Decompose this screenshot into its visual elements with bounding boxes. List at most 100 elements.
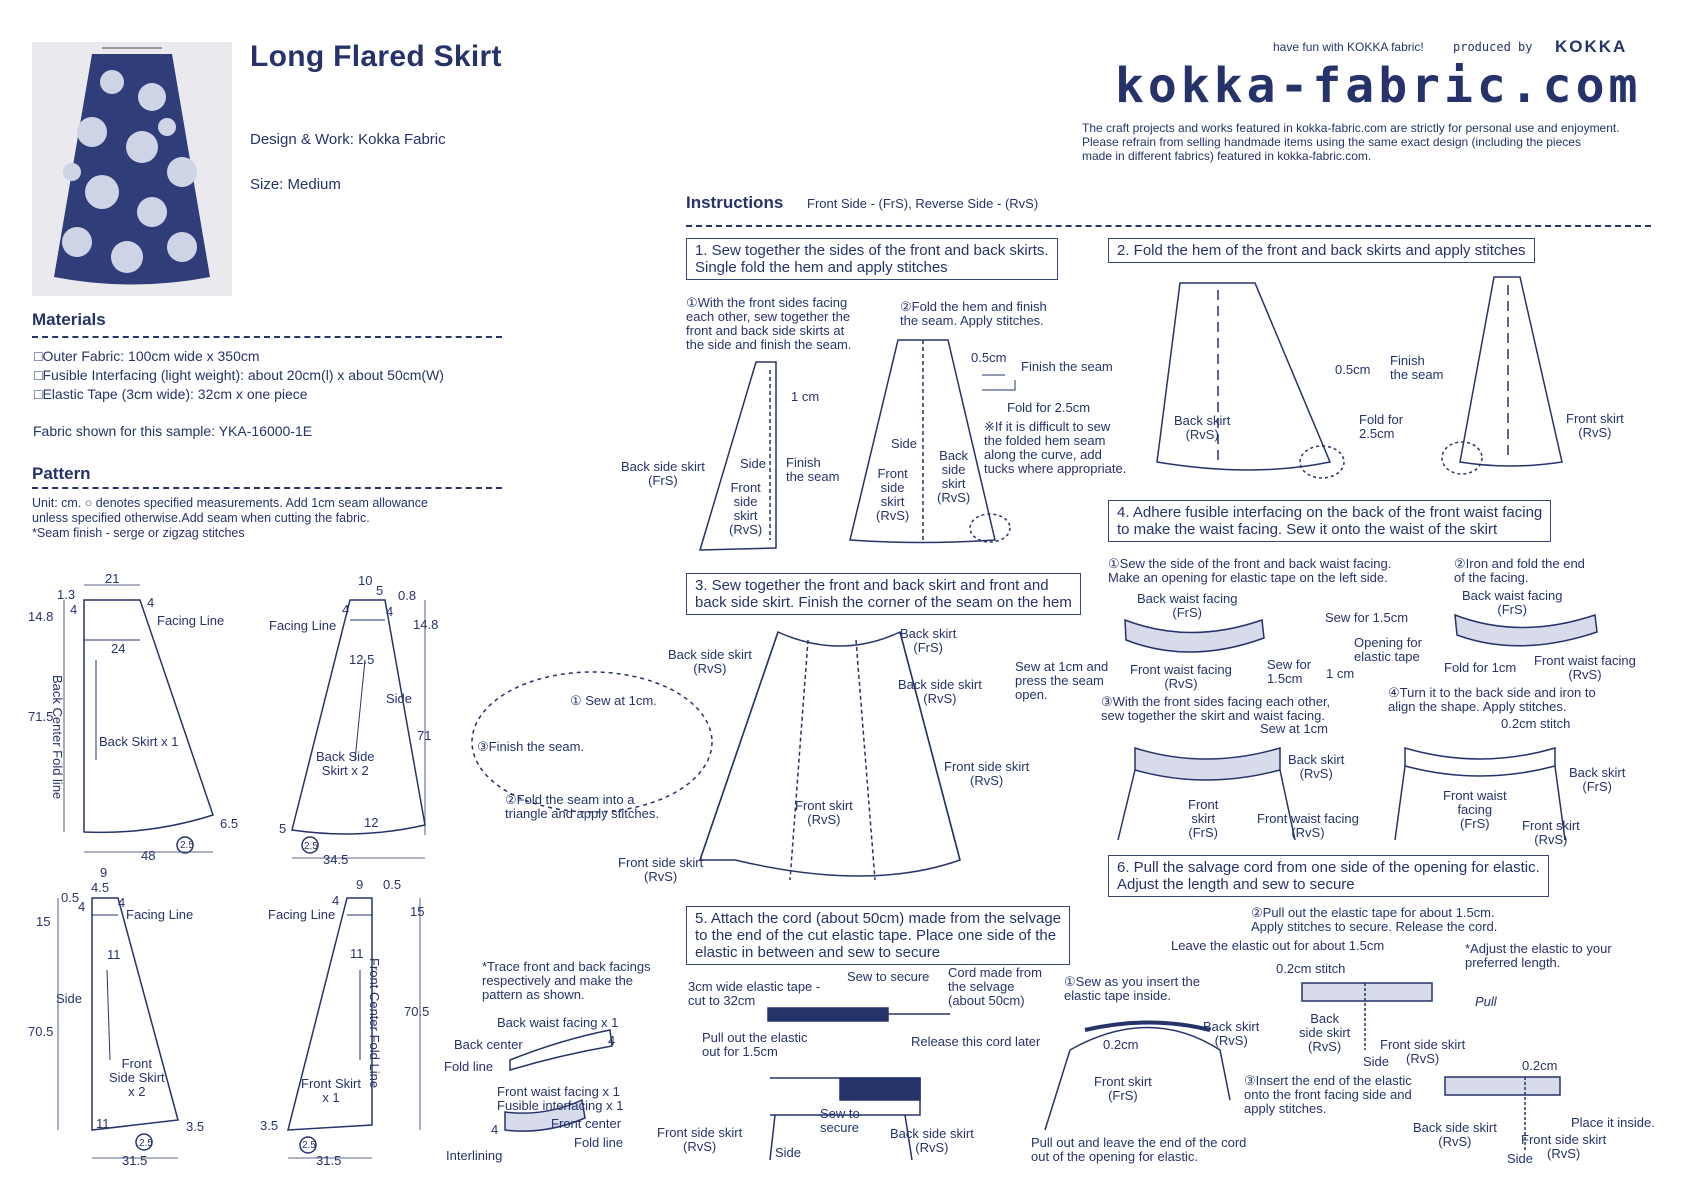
lbl: Side [1507, 1151, 1534, 1166]
dim: 70.5 [28, 1024, 54, 1039]
step3-title: 3. Sew together the front and back skirt… [686, 573, 1081, 615]
produced-by: produced by [1453, 40, 1533, 54]
back-waist-facing-label: Back waist facing x 1 [497, 1015, 619, 1030]
skirt-photo-illustration [54, 47, 210, 285]
dim: 9 [100, 865, 108, 880]
dim: 12 [364, 815, 379, 830]
lbl: Back skirt (FrS) [1569, 765, 1626, 794]
lbl: Front side skirt (RvS) [1380, 1037, 1466, 1066]
lbl: Sew to secure [847, 969, 930, 984]
side-label: Side [386, 691, 413, 706]
facing-line: Facing Line [157, 613, 225, 628]
lbl: Side [891, 436, 918, 451]
design-credit: Design & Work: Kokka Fabric [250, 131, 446, 148]
dim: 14.8 [413, 617, 439, 632]
lbl: Pull [1475, 994, 1497, 1009]
dim: 5 [279, 821, 287, 836]
dim: 0.5 [383, 877, 402, 892]
dim: 5 [376, 583, 384, 598]
lbl: Sew at 1cm and press the seam open. [1015, 659, 1109, 702]
fold-line-label: Fold line [444, 1059, 494, 1074]
lbl: Back side skirt (FrS) [621, 459, 705, 488]
pattern-heading: Pattern [32, 464, 91, 483]
dim: 4 [342, 602, 350, 617]
material-item: □Outer Fabric: 100cm wide x 350cm [34, 348, 260, 364]
front-side-label: Front Side Skirt x 2 [109, 1056, 165, 1099]
dim: 14.8 [28, 609, 54, 624]
lbl: Back skirt (FrS) [900, 626, 957, 655]
fabric-sample: Fabric shown for this sample: YKA-16000-… [33, 423, 313, 439]
site-logo: kokka-fabric.com [1115, 58, 1642, 114]
front-center-label: Front center [551, 1116, 622, 1131]
lbl: Pull out and leave the end of the cord o… [1031, 1135, 1247, 1164]
tagline: have fun with KOKKA fabric! [1273, 40, 1424, 54]
lbl: Sew to secure [820, 1106, 860, 1135]
facing-line: Facing Line [126, 907, 194, 922]
lbl: Fold for 2.5cm [1359, 412, 1404, 441]
lbl: Back skirt (RvS) [1174, 413, 1231, 442]
page-title: Long Flared Skirt [250, 40, 502, 73]
dim: 10 [358, 573, 373, 588]
lbl: Side [740, 456, 767, 471]
lbl: Front side skirt (RvS) [1521, 1132, 1607, 1161]
dim: 4 [386, 604, 394, 619]
dim: 70.5 [404, 1004, 430, 1019]
lbl: Front skirt (RvS) [795, 798, 853, 827]
lbl: Back side skirt (RvS) [1413, 1120, 1497, 1149]
lbl: Back side skirt (RvS) [668, 647, 752, 676]
dim: 2.5 [304, 841, 318, 852]
dim: 11 [107, 947, 121, 962]
lbl: Finish the seam [786, 455, 840, 484]
dim: 15 [36, 914, 51, 929]
dim: 4 [78, 899, 86, 914]
materials-list: □Outer Fabric: 100cm wide x 350cm □Fusib… [34, 347, 444, 404]
lbl: Sew at 1cm [1260, 721, 1328, 736]
lbl: Back waist facing (FrS) [1137, 591, 1238, 620]
dim: 11 [350, 946, 364, 961]
lbl: *Adjust the elastic to your preferred le… [1465, 941, 1612, 970]
dim: 4 [70, 602, 78, 617]
lbl: ③Finish the seam. [477, 739, 585, 754]
lbl: Opening for elastic tape [1354, 635, 1422, 664]
front-waist-facing-label: Front waist facing x 1 Fusible interfaci… [497, 1084, 624, 1113]
lbl: Front side skirt (RvS) [657, 1125, 743, 1154]
dim: 4 [332, 893, 340, 908]
lbl: Leave the elastic out for about 1.5cm [1171, 938, 1385, 953]
step6-c: ③Insert the end of the elastic onto the … [1244, 1073, 1412, 1116]
interlining-label: Interlining [446, 1148, 503, 1163]
lbl: Front side skirt (RvS) [618, 855, 704, 884]
dim: 2.5 [139, 1138, 153, 1149]
lbl: Side [1363, 1054, 1390, 1069]
lbl: Side [775, 1145, 802, 1160]
step1-b: ②Fold the hem and finish the seam. Apply… [900, 299, 1047, 328]
lbl: Cord made from the selvage (about 50cm) [948, 965, 1042, 1008]
lbl: 3cm wide elastic tape - cut to 32cm [688, 979, 821, 1008]
fold-line-label: Fold line [574, 1135, 624, 1150]
lbl: 1 cm [1326, 666, 1355, 681]
dim: 4 [491, 1122, 499, 1137]
dim: 71.5 [28, 709, 54, 724]
lbl: Sew for 1.5cm [1325, 610, 1409, 625]
material-item: □Fusible Interfacing (light weight): abo… [34, 367, 444, 383]
material-item: □Elastic Tape (3cm wide): 32cm x one pie… [34, 386, 308, 402]
dim: 4 [118, 895, 126, 910]
lbl: Place it inside. [1571, 1115, 1655, 1130]
step5-title: 5. Attach the cord (about 50cm) made fro… [686, 906, 1071, 965]
lbl: Back side skirt (RvS) [898, 677, 982, 706]
materials-heading: Materials [32, 310, 106, 329]
lbl: 0.2cm stitch [1501, 716, 1571, 731]
step4-b: ②Iron and fold the end of the facing. [1454, 556, 1585, 585]
lbl: 0.5cm [1335, 362, 1371, 377]
lbl: 0.2cm stitch [1276, 961, 1346, 976]
dim: 9 [356, 877, 364, 892]
lbl: Front waist facing (RvS) [1257, 811, 1359, 840]
dim: 0.5 [61, 890, 80, 905]
lbl: 0.2cm [1103, 1037, 1139, 1052]
lbl: Front waist facing (RvS) [1534, 653, 1636, 682]
lbl: Front skirt (FrS) [1188, 797, 1219, 840]
lbl: 1 cm [791, 389, 820, 404]
lbl: ②Fold the seam into a triangle and apply… [505, 792, 659, 821]
facing-line: Facing Line [268, 907, 336, 922]
side-label: Side [56, 991, 83, 1006]
